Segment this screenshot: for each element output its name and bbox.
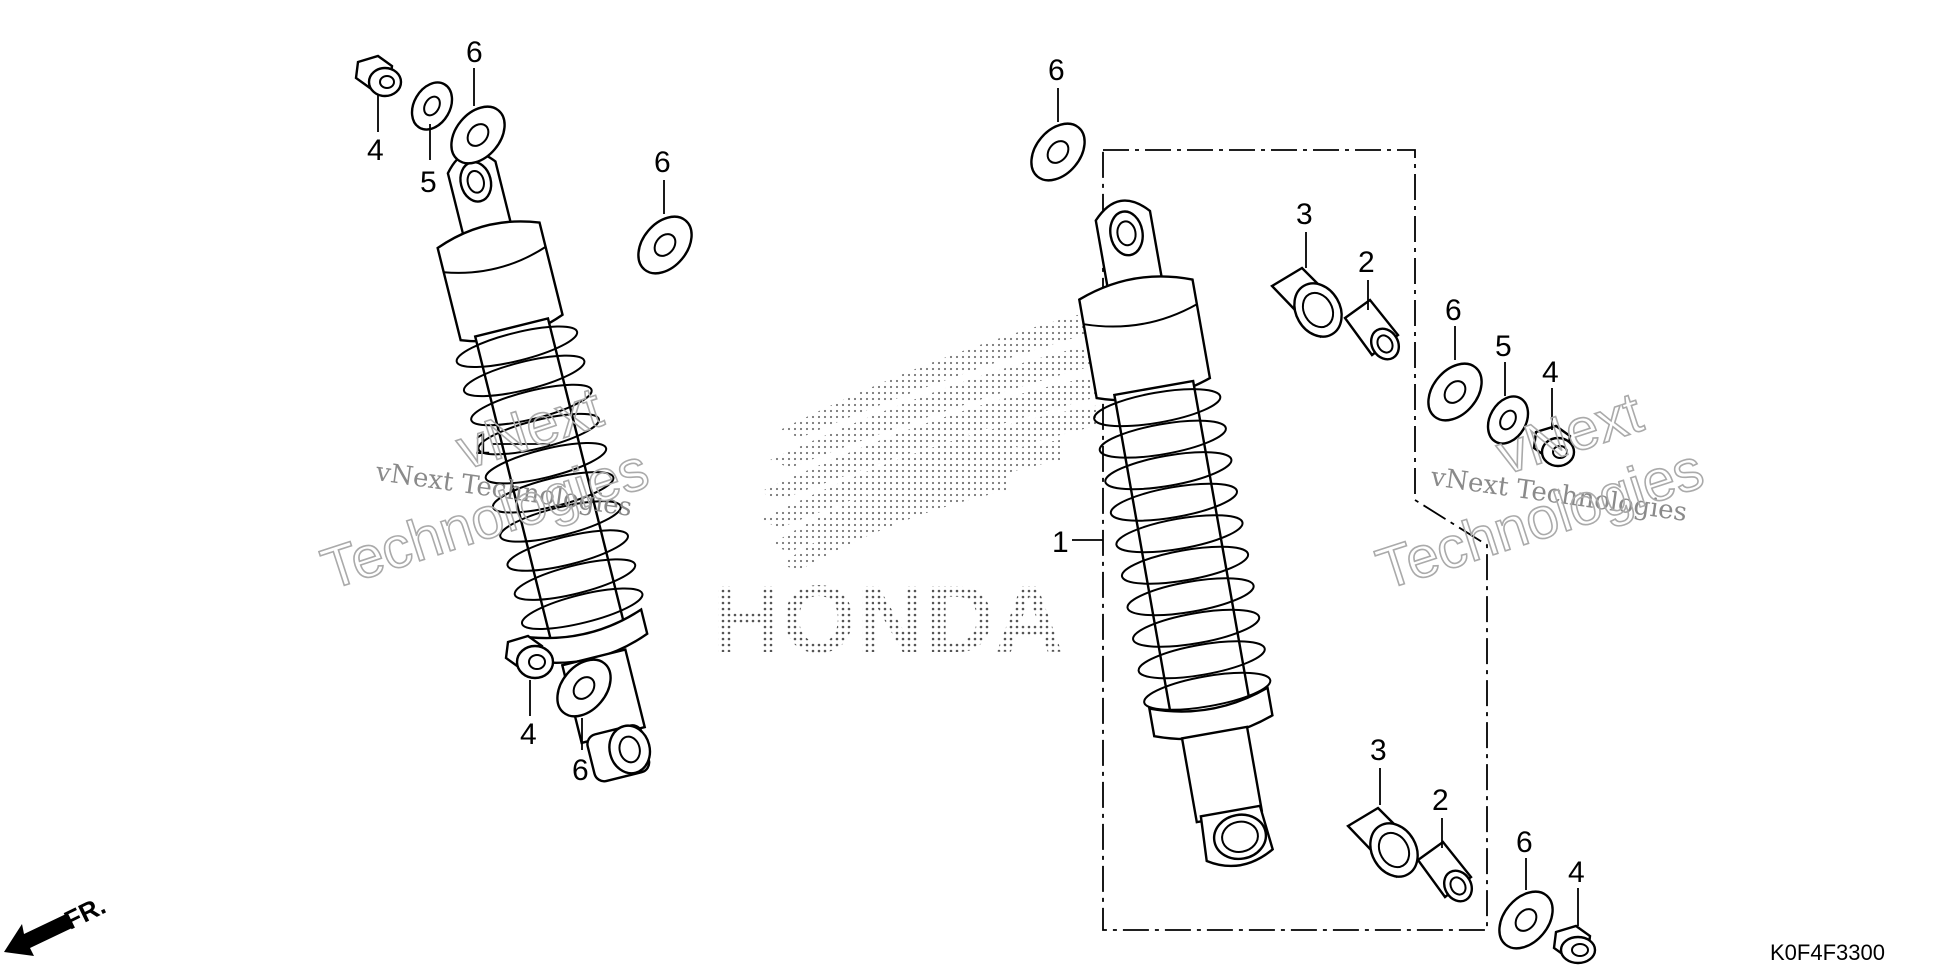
front-arrow-icon xyxy=(4,914,72,956)
right-mid-washer xyxy=(1427,362,1483,422)
callout-l-nut-bottom: 4 xyxy=(520,718,537,751)
callout-r-collar-bottom: 3 xyxy=(1370,734,1387,767)
right-shock-absorber xyxy=(1077,199,1275,868)
callout-l-washer-top-right: 6 xyxy=(654,146,671,179)
left-top-nut xyxy=(354,54,403,98)
callout-r-shock: 1 xyxy=(1052,526,1069,559)
left-top-small-washer xyxy=(410,81,454,131)
callout-r-bush-top: 2 xyxy=(1358,246,1375,279)
honda-wing-logo: HONDA xyxy=(712,300,1140,673)
left-top-washer xyxy=(450,105,506,165)
right-bottom-nut xyxy=(1552,924,1597,965)
honda-brand-text: HONDA xyxy=(712,566,1064,673)
right-top-collar xyxy=(1270,266,1343,339)
diagram-code: K0F4F3300 xyxy=(1770,940,1885,965)
assembly-boundary xyxy=(1102,149,1488,931)
callout-r-collar-top: 3 xyxy=(1296,198,1313,231)
callout-r-washer-small-mid: 5 xyxy=(1495,330,1512,363)
front-direction-indicator: FR. xyxy=(4,890,110,956)
callout-l-washer-top: 6 xyxy=(466,36,483,69)
right-mid-small-washer xyxy=(1486,395,1530,445)
right-bottom-bush xyxy=(1416,840,1474,903)
watermark-right: vNext Technologies vNext Technologies xyxy=(1368,379,1712,603)
callout-r-washer-top: 6 xyxy=(1048,54,1065,87)
callout-r-washer-mid: 6 xyxy=(1445,294,1462,327)
right-bottom-washer xyxy=(1498,890,1554,950)
callout-r-nut-mid: 4 xyxy=(1542,356,1559,389)
callout-l-nut-top: 4 xyxy=(367,134,384,167)
right-top-bush xyxy=(1343,298,1401,361)
right-mid-nut xyxy=(1532,424,1576,468)
callout-r-washer-bottom: 6 xyxy=(1516,826,1533,859)
left-bottom-washer xyxy=(556,658,612,718)
left-top-right-washer xyxy=(637,215,693,275)
callout-labels: 4 5 6 6 1 4 6 6 3 2 6 5 4 1 3 2 6 4 xyxy=(367,36,1585,889)
callout-r-nut-bottom: 4 xyxy=(1568,856,1585,889)
right-top-washer xyxy=(1030,122,1086,182)
callout-l-washer-bottom: 6 xyxy=(572,754,589,787)
leader-lines xyxy=(377,68,1579,926)
callout-r-bush-bottom: 2 xyxy=(1432,784,1449,817)
left-bottom-nut xyxy=(504,634,555,680)
right-bottom-collar xyxy=(1346,806,1419,879)
callout-l-washer-small-top: 5 xyxy=(420,166,437,199)
callout-l-shock: 1 xyxy=(474,428,491,461)
